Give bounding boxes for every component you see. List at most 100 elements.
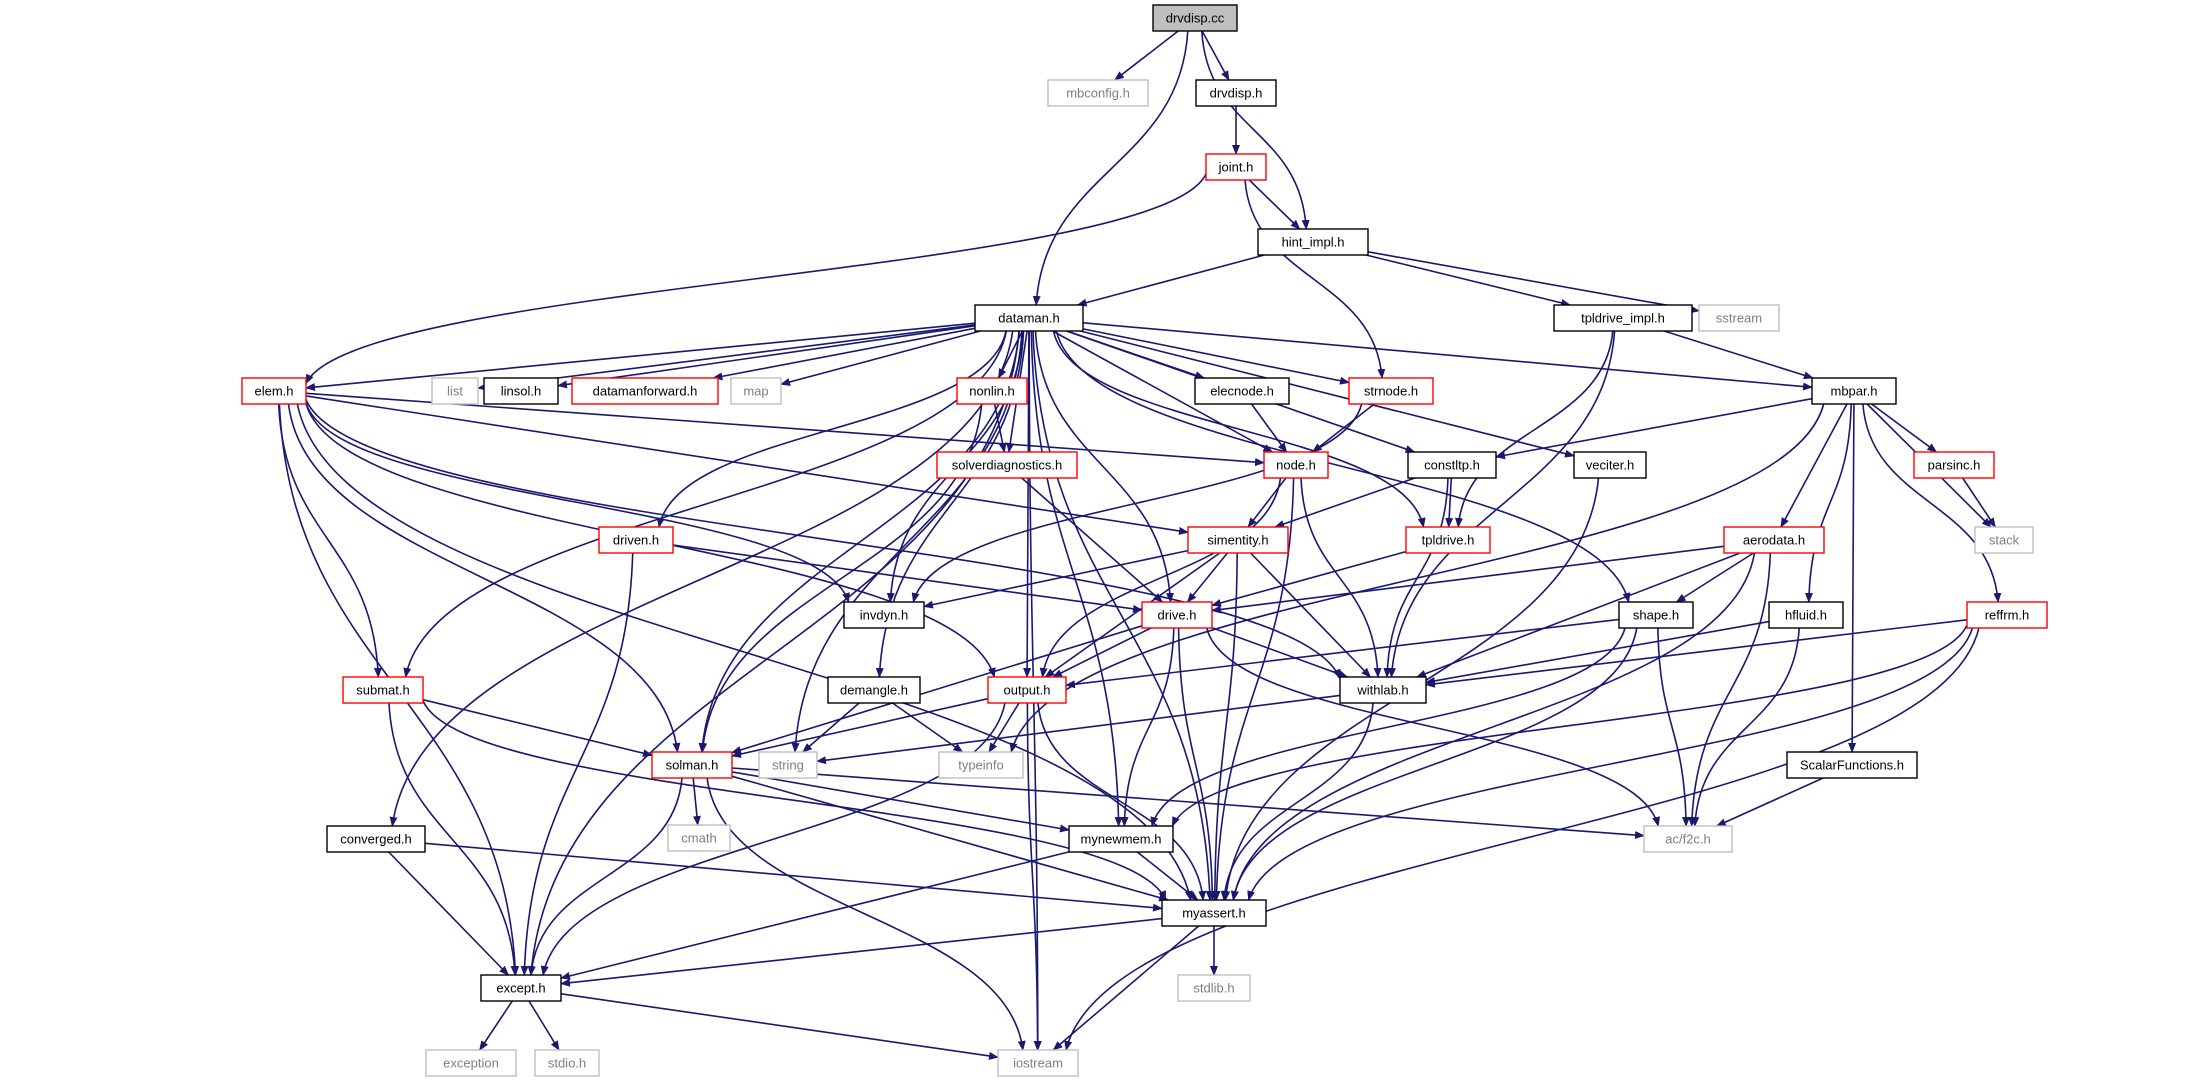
- node-reffrm_h[interactable]: reffrm.h: [1966, 601, 2048, 629]
- node-exception: exception: [425, 1049, 517, 1077]
- node-box: [1205, 153, 1267, 181]
- node-label: hint_impl.h: [1282, 235, 1345, 250]
- edge-elem_h-to-invdyn_h: [305, 402, 850, 603]
- node-box: [483, 377, 559, 405]
- node-invdyn_h[interactable]: invdyn.h: [843, 601, 925, 629]
- edge-constltp_h-to-simentity_h: [1274, 477, 1416, 528]
- node-hint_impl_h[interactable]: hint_impl.h: [1257, 228, 1369, 256]
- node-solverdiagnostics_h[interactable]: solverdiagnostics.h: [936, 451, 1078, 479]
- node-mynewmem_h[interactable]: mynewmem.h: [1068, 825, 1174, 853]
- edge-withlab_h-to-string: [816, 694, 1341, 765]
- node-joint_h[interactable]: joint.h: [1205, 153, 1267, 181]
- edge-except_h-to-iostream: [560, 993, 999, 1060]
- node-except_h[interactable]: except.h: [480, 974, 562, 1002]
- node-shape_h[interactable]: shape.h: [1618, 601, 1694, 629]
- node-parsinc_h[interactable]: parsinc.h: [1913, 451, 1995, 479]
- node-driven_h[interactable]: driven.h: [598, 526, 674, 554]
- edge-joint_h-to-elem_h: [305, 173, 1207, 385]
- edge-reffrm_h-to-iostream: [1064, 627, 1980, 1051]
- edge-shape_h-to-output_h: [1065, 618, 1620, 689]
- node-demangle_h[interactable]: demangle.h: [827, 676, 921, 704]
- edge-except_h-to-stdio_h: [528, 1000, 560, 1051]
- edge-myassert_h-to-iostream: [1052, 925, 1200, 1051]
- node-simentity_h[interactable]: simentity.h: [1187, 526, 1289, 554]
- node-elem_h[interactable]: elem.h: [241, 377, 307, 405]
- edge-elecnode_h-to-node_h: [1250, 403, 1288, 453]
- node-label: tpldrive.h: [1422, 533, 1475, 548]
- node-aerodata_h[interactable]: aerodata.h: [1723, 526, 1825, 554]
- node-hfluid_h[interactable]: hfluid.h: [1768, 601, 1844, 629]
- node-label: constltp.h: [1424, 458, 1480, 473]
- edge-dataman_h-to-shape_h: [1055, 330, 1631, 603]
- node-linsol_h[interactable]: linsol.h: [483, 377, 559, 405]
- edge-drvdisp_cc-to-mbconfig_h: [1114, 30, 1179, 81]
- edge-simentity_h-to-myassert_h: [1210, 552, 1238, 901]
- edge-dataman_h-to-elem_h: [305, 322, 976, 392]
- node-label: list: [447, 384, 463, 399]
- node-drvdisp_h[interactable]: drvdisp.h: [1195, 79, 1277, 107]
- edge-hint_impl_h-to-sstream: [1367, 251, 1700, 314]
- node-mbpar_h[interactable]: mbpar.h: [1811, 377, 1897, 405]
- node-strnode_h[interactable]: strnode.h: [1348, 377, 1434, 405]
- edge-converged_h-to-myassert_h: [424, 842, 1163, 912]
- node-converged_h[interactable]: converged.h: [326, 825, 426, 853]
- edge-aerodata_h-to-shape_h: [1675, 552, 1754, 603]
- edge-joint_h-to-strnode_h: [1244, 179, 1386, 379]
- edge-shape_h-to-myassert_h: [1230, 627, 1638, 901]
- edge-driven_h-to-drive_h: [672, 544, 1143, 613]
- edge-dataman_h-to-list: [477, 324, 976, 391]
- edge-reffrm_h-to-myassert_h: [1247, 627, 1974, 901]
- node-box: [1913, 451, 1995, 479]
- node-label: stdio.h: [548, 1056, 586, 1071]
- edge-submat_h-to-solman_h: [422, 698, 653, 758]
- node-submat_h[interactable]: submat.h: [342, 676, 424, 704]
- node-box: [1177, 974, 1251, 1002]
- node-box: [342, 676, 424, 704]
- edge-node_h-to-output_h: [1039, 477, 1282, 678]
- edge-constltp_h-to-withlab_h: [1383, 477, 1449, 678]
- node-tpldrive_h[interactable]: tpldrive.h: [1405, 526, 1491, 554]
- edge-simentity_h-to-drive_h: [1186, 552, 1229, 603]
- edge-mbpar_h-to-ScalarFunctions_h: [1848, 403, 1857, 753]
- edge-output_h-to-myassert_h: [1037, 702, 1207, 901]
- node-label: demangle.h: [840, 683, 908, 698]
- edge-parsinc_h-to-stack: [1962, 477, 1996, 528]
- edge-constltp_h-to-tpldrive_h: [1445, 477, 1454, 528]
- node-box: [1339, 676, 1427, 704]
- node-box: [571, 377, 719, 405]
- node-withlab_h[interactable]: withlab.h: [1339, 676, 1427, 704]
- node-output_h[interactable]: output.h: [987, 676, 1067, 704]
- edge-mbpar_h-to-reffrm_h: [1862, 403, 2002, 603]
- node-nonlin_h[interactable]: nonlin.h: [956, 377, 1028, 405]
- node-node_h[interactable]: node.h: [1263, 451, 1329, 479]
- edge-submat_h-to-myassert_h: [422, 700, 1167, 901]
- node-box: [1187, 526, 1289, 554]
- node-label: string: [772, 758, 804, 773]
- edge-mbpar_h-to-parsinc_h: [1871, 403, 1938, 453]
- node-label: veciter.h: [1586, 458, 1634, 473]
- edge-node_h-to-simentity_h: [1247, 477, 1287, 528]
- node-tpldrive_impl_h[interactable]: tpldrive_impl.h: [1553, 304, 1693, 332]
- node-constltp_h[interactable]: constltp.h: [1407, 451, 1497, 479]
- node-ScalarFunctions_h[interactable]: ScalarFunctions.h: [1786, 751, 1918, 779]
- edge-simentity_h-to-withlab_h: [1250, 552, 1372, 678]
- node-label: sstream: [1716, 311, 1762, 326]
- edges-layer: [277, 30, 2002, 1060]
- node-veciter_h[interactable]: veciter.h: [1573, 451, 1647, 479]
- node-solman_h[interactable]: solman.h: [651, 751, 733, 779]
- node-drvdisp_cc[interactable]: drvdisp.cc: [1152, 4, 1238, 32]
- node-myassert_h[interactable]: myassert.h: [1161, 899, 1267, 927]
- node-cmath: cmath: [667, 824, 731, 852]
- node-datamanforward_h[interactable]: datamanforward.h: [571, 377, 719, 405]
- node-drive_h[interactable]: drive.h: [1141, 601, 1213, 629]
- node-label: exception: [443, 1056, 499, 1071]
- node-label: mbpar.h: [1831, 384, 1878, 399]
- node-label: strnode.h: [1364, 384, 1418, 399]
- edge-solman_h-to-mynewmem_h: [731, 771, 1070, 833]
- node-elecnode_h[interactable]: elecnode.h: [1194, 377, 1290, 405]
- node-dataman_h[interactable]: dataman.h: [974, 304, 1084, 332]
- edge-solman_h-to-except_h: [527, 777, 683, 976]
- node-box: [1698, 304, 1780, 332]
- edge-dataman_h-to-linsol_h: [557, 325, 976, 389]
- edge-aerodata_h-to-ac_f2c_h: [1687, 552, 1772, 827]
